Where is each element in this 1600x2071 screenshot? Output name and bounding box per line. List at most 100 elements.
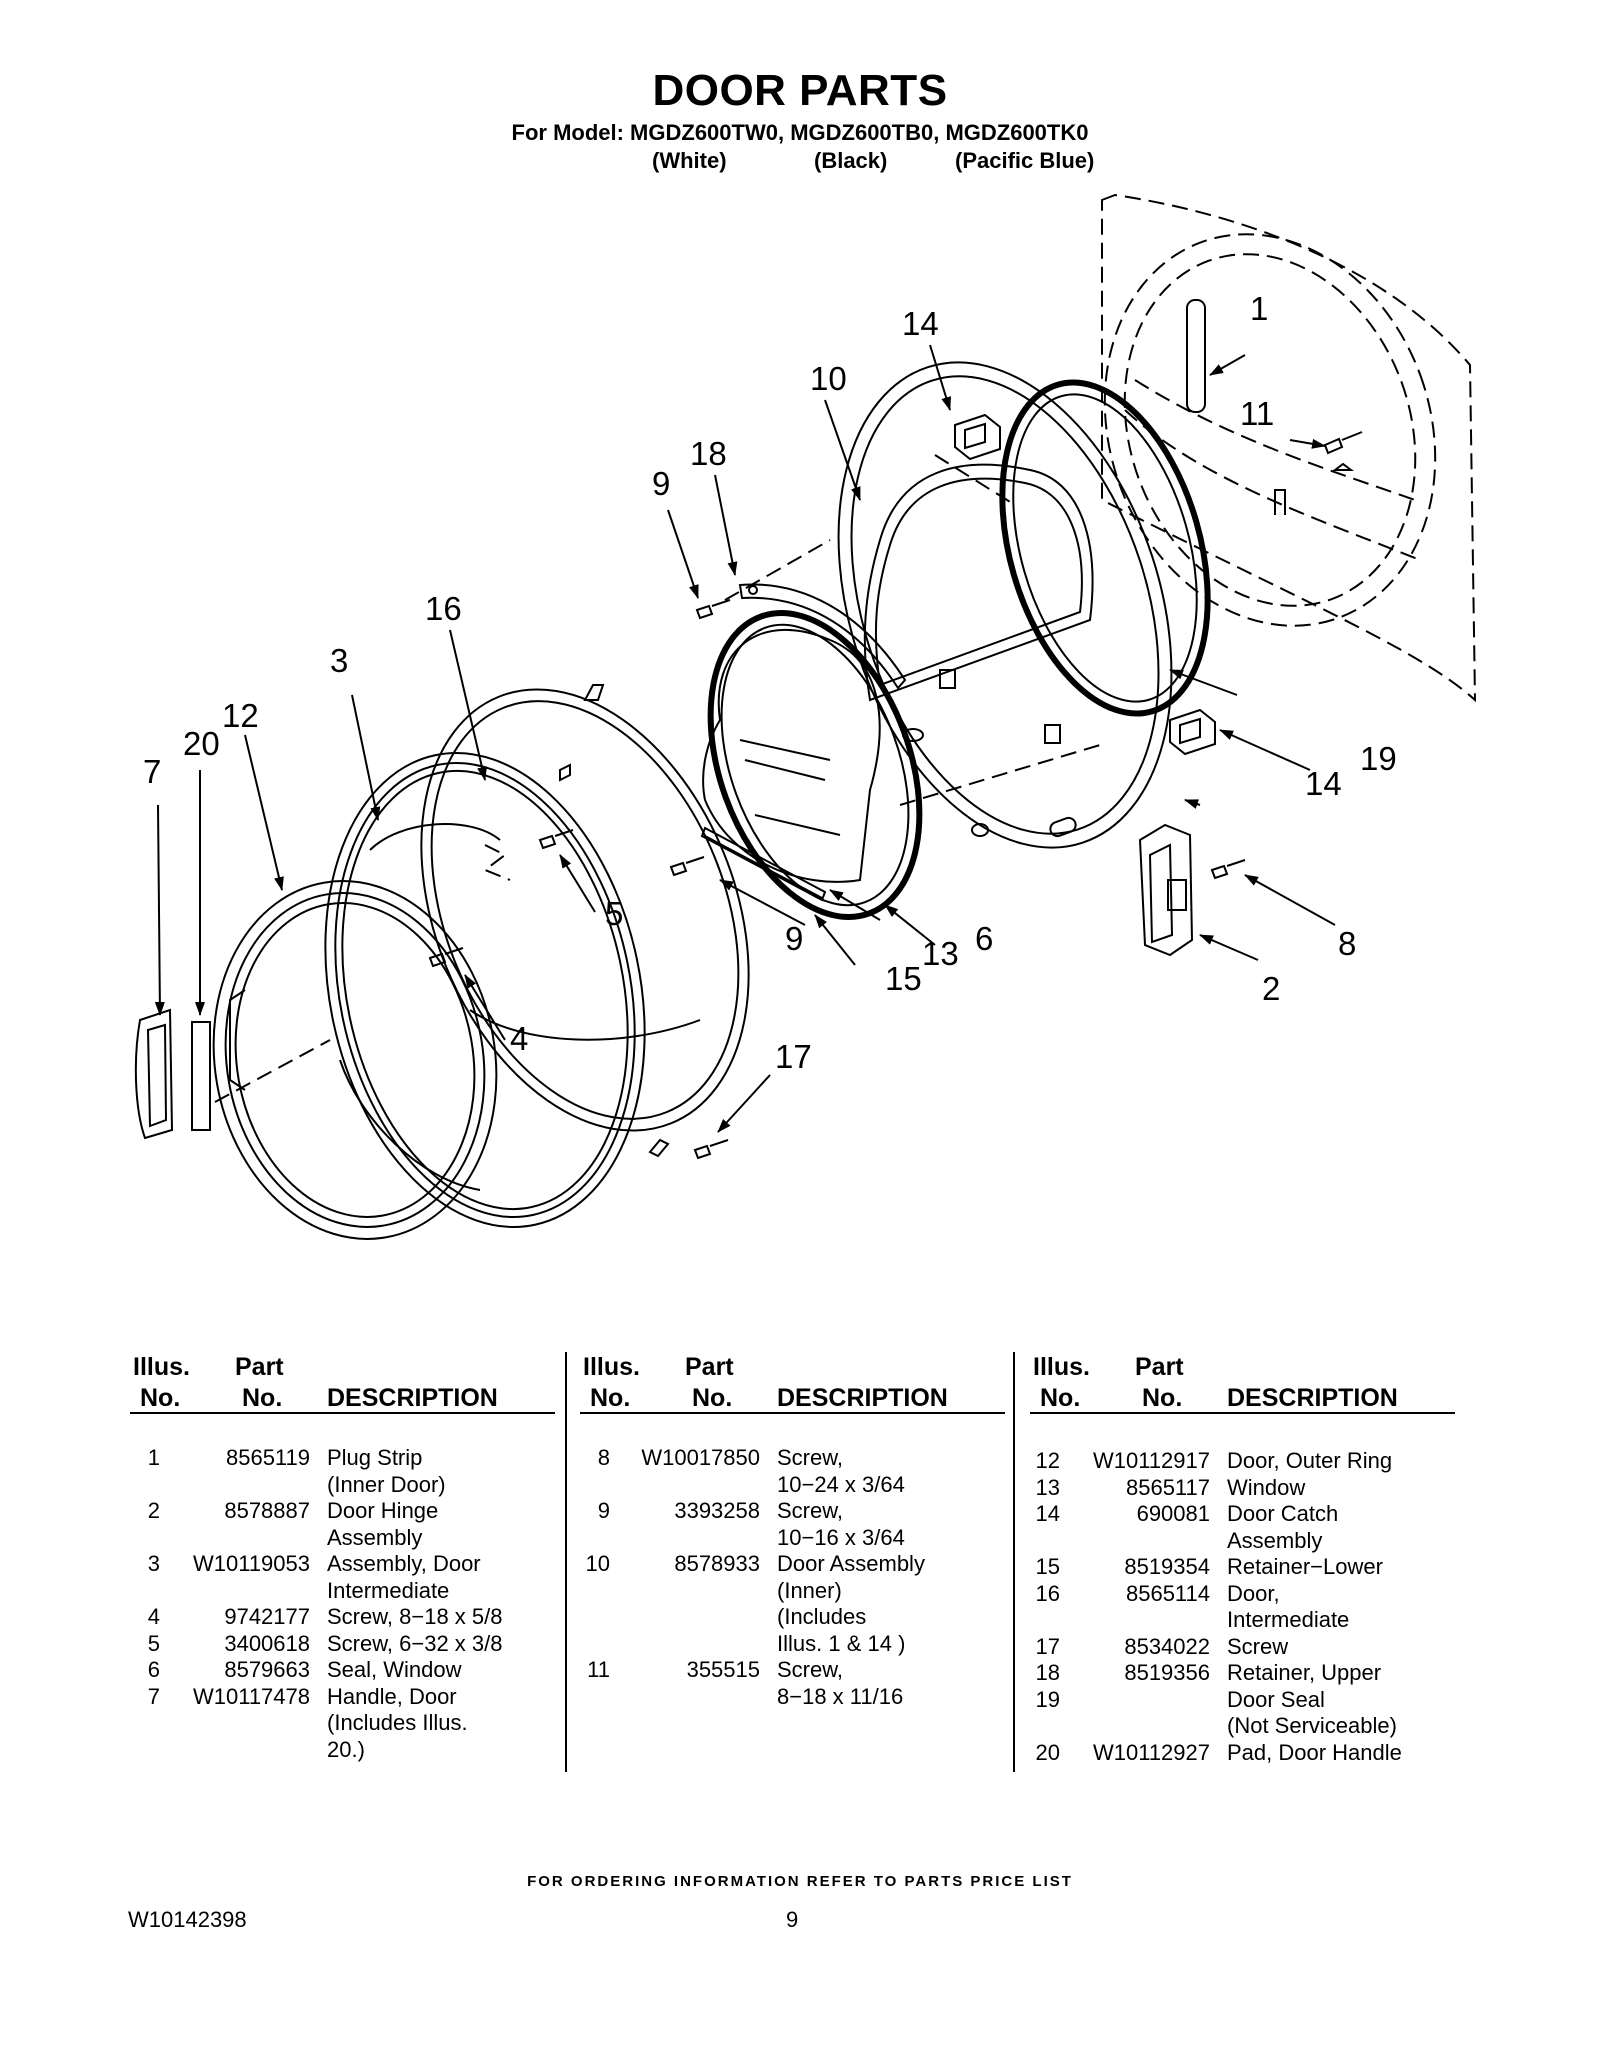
table-row: 12 W10112917 Door, Outer Ring (1030, 1448, 1460, 1475)
part-description: Screw, 8−18 x 5/8 (327, 1604, 503, 1629)
part-number: 8565117 (1125, 1474, 1210, 1500)
illus-number: 20 (1035, 1739, 1060, 1765)
illus-number: 3 (147, 1551, 160, 1576)
callout-18: 18 (690, 435, 727, 472)
part-description: Intermediate (327, 1577, 450, 1603)
part-number: 690081 (1136, 1501, 1210, 1526)
callout-15: 15 (885, 960, 922, 997)
illus-number: 11 (587, 1657, 610, 1682)
part-number: 8534022 (1124, 1633, 1210, 1659)
screws (428, 431, 1363, 1160)
leader-arrows (154, 344, 1336, 1133)
illus-number: 8 (597, 1445, 610, 1470)
callout-9-upper: 9 (652, 465, 670, 502)
page-title: DOOR PARTS (652, 66, 948, 115)
part-number: W10117478 (192, 1683, 310, 1709)
callout-12: 12 (222, 697, 259, 734)
part-description: 10−16 x 3/64 (777, 1524, 905, 1550)
illus-number: 10 (585, 1551, 610, 1576)
callout-4: 4 (510, 1020, 528, 1057)
part-description: Door Catch (1227, 1501, 1339, 1526)
callout-14-right: 14 (1305, 765, 1342, 802)
header-part-3: Part No. (1135, 1353, 1184, 1412)
alignment-lines (214, 454, 1101, 1103)
illus-number: 16 (1035, 1580, 1060, 1606)
header-rule-2 (580, 1412, 1005, 1414)
illus-number: 9 (597, 1498, 610, 1523)
part-description: (Not Serviceable) (1227, 1713, 1397, 1738)
part-description: Door Seal (1227, 1686, 1325, 1712)
part-description: Door, Outer Ring (1227, 1448, 1393, 1473)
callout-9-lower: 9 (785, 920, 803, 957)
part-number: 8578887 (224, 1498, 310, 1523)
part-description: Retainer, Upper (1227, 1660, 1382, 1685)
dryer-cabinet-outline (1101, 193, 1477, 703)
part-number: W10112927 (1092, 1739, 1210, 1765)
part-description: (Inner Door) (327, 1471, 446, 1497)
part-number: 3400618 (224, 1630, 310, 1656)
callout-20: 20 (183, 725, 220, 762)
callout-5: 5 (605, 895, 623, 932)
part-description: Door Assembly (777, 1551, 925, 1576)
part-description: 8−18 x 11/16 (777, 1683, 904, 1709)
door-catch-right (1169, 708, 1216, 756)
illus-number: 5 (147, 1630, 160, 1656)
illus-number: 2 (147, 1498, 160, 1523)
callout-10: 10 (810, 360, 847, 397)
part-description: Screw (1227, 1633, 1289, 1659)
part-number: W10112917 (1092, 1448, 1210, 1473)
cabinet-details (1186, 299, 1354, 515)
part-number: 355515 (686, 1657, 760, 1682)
header-description: DESCRIPTION (327, 1384, 498, 1412)
callout-11: 11 (1240, 395, 1274, 432)
page-number: 9 (786, 1907, 799, 1932)
callout-19: 19 (1360, 740, 1397, 777)
door-outer-ring (212, 880, 498, 1240)
illus-number: 17 (1035, 1633, 1060, 1659)
part-number: 8519356 (1124, 1660, 1210, 1685)
callout-3: 3 (330, 642, 348, 679)
part-description: Illus. 1 & 14 ) (777, 1630, 906, 1656)
header-illus: Illus. No. (133, 1353, 190, 1412)
part-description: Assembly (1227, 1527, 1323, 1553)
callout-17: 17 (775, 1038, 812, 1075)
color-pacific-blue: (Pacific Blue) (955, 148, 1095, 173)
document-number: W10142398 (128, 1907, 247, 1932)
callout-8: 8 (1338, 925, 1356, 962)
table-row: 17 8534022 Screw (1030, 1634, 1460, 1661)
header-part-2: Part No. (685, 1353, 734, 1412)
callout-14-top: 14 (902, 305, 939, 342)
callout-16: 16 (425, 590, 462, 627)
part-description: Intermediate (1227, 1607, 1350, 1632)
part-description: Assembly (327, 1524, 423, 1550)
intermediate-door (420, 684, 750, 1158)
ordering-note: FOR ORDERING INFORMATION REFER TO PARTS … (527, 1873, 1073, 1890)
callout-1: 1 (1250, 290, 1268, 327)
illus-number: 14 (1035, 1501, 1060, 1526)
part-description: Handle, Door (327, 1683, 457, 1709)
part-number: 8565119 (225, 1445, 310, 1470)
color-black: (Black) (814, 148, 888, 173)
callout-7: 7 (143, 753, 161, 790)
illus-number: 12 (1035, 1448, 1060, 1473)
door-handle (134, 1008, 174, 1140)
part-number: 8578933 (674, 1551, 760, 1576)
window-seal (707, 610, 923, 920)
part-number: W10119053 (192, 1551, 310, 1576)
part-description: Pad, Door Handle (1227, 1739, 1402, 1765)
door-hinge-assembly (1138, 823, 1194, 957)
callout-13: 13 (922, 935, 959, 972)
